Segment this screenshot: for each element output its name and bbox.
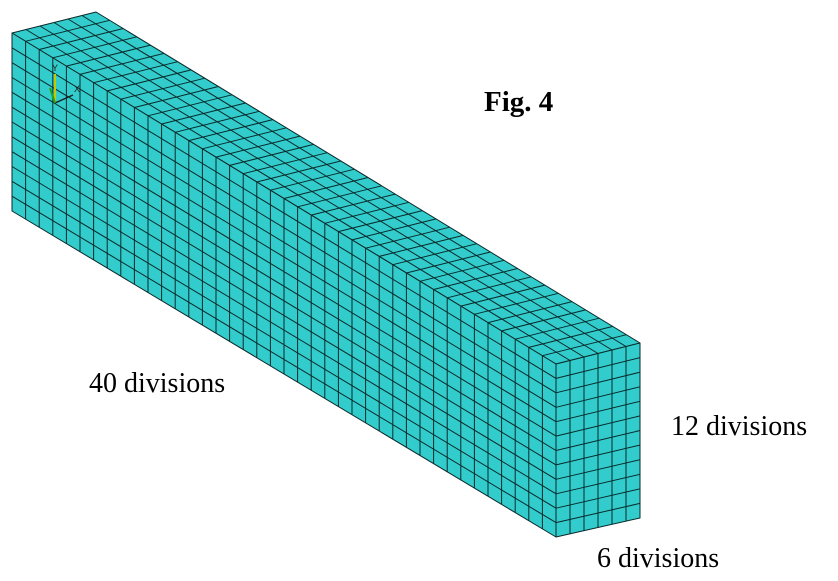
figure-title: Fig. 4 bbox=[484, 86, 554, 118]
length-divisions-label: 40 divisions bbox=[89, 368, 226, 399]
axis-triad-icon: Y X bbox=[49, 63, 80, 104]
side-height-gridline bbox=[11, 151, 557, 480]
top-width-gridline bbox=[25, 29, 571, 361]
side-height-gridline bbox=[11, 136, 557, 466]
end-height-gridline bbox=[555, 430, 641, 451]
side-height-gridline bbox=[11, 106, 557, 437]
side-height-gridline bbox=[11, 91, 557, 423]
end-height-gridline bbox=[555, 444, 641, 466]
end-height-gridline bbox=[555, 473, 641, 495]
side-height-gridline bbox=[11, 121, 557, 451]
beam-side-face bbox=[11, 32, 557, 538]
beam-end-face bbox=[555, 342, 641, 538]
side-height-gridline bbox=[11, 77, 557, 408]
side-height-gridline bbox=[11, 180, 557, 509]
end-height-gridline bbox=[555, 371, 641, 394]
end-height-gridline bbox=[555, 400, 641, 423]
top-width-gridline bbox=[81, 15, 627, 347]
side-height-gridline bbox=[11, 166, 557, 495]
side-height-gridline bbox=[11, 47, 557, 379]
beam-top-face bbox=[11, 11, 641, 365]
triad-y-label: Y bbox=[52, 63, 58, 73]
end-height-gridline bbox=[555, 502, 641, 524]
side-height-gridline bbox=[11, 62, 557, 394]
top-width-gridline bbox=[39, 25, 585, 358]
triad-x-label: X bbox=[74, 84, 80, 94]
top-width-gridline bbox=[67, 18, 613, 351]
top-width-gridline bbox=[53, 22, 599, 354]
height-divisions-label: 12 divisions bbox=[671, 411, 808, 442]
end-height-gridline bbox=[555, 459, 641, 480]
end-height-gridline bbox=[555, 357, 641, 379]
end-height-gridline bbox=[555, 488, 641, 509]
end-height-gridline bbox=[555, 415, 641, 437]
width-divisions-label: 6 divisions bbox=[597, 543, 720, 574]
end-height-gridline bbox=[555, 386, 641, 408]
triad-z-axis bbox=[49, 87, 56, 104]
side-height-gridline bbox=[11, 195, 557, 524]
triad-x-axis bbox=[54, 94, 74, 104]
